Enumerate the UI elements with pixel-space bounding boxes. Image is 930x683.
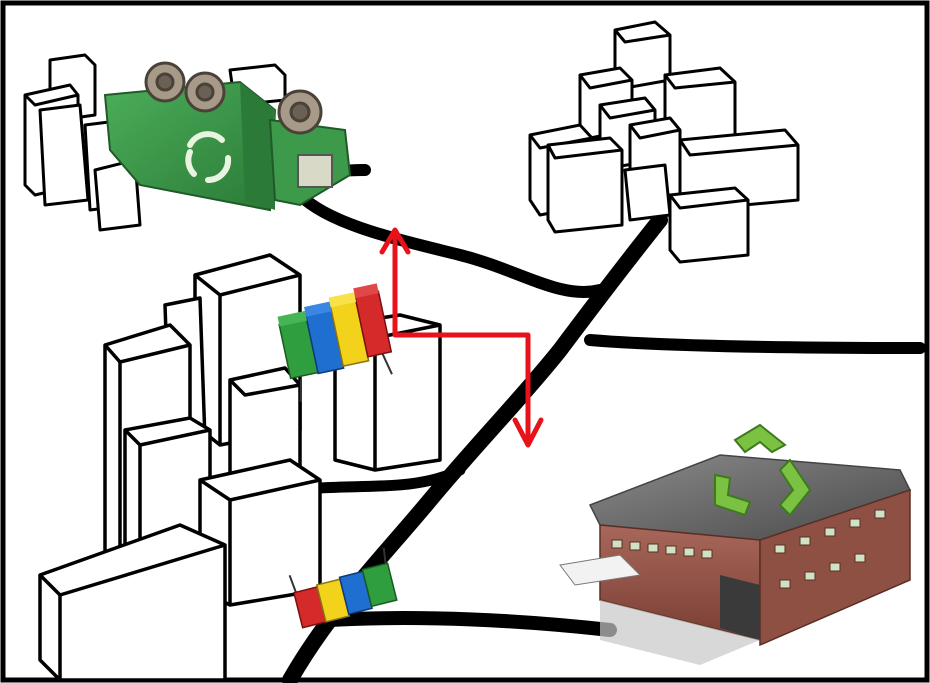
building	[670, 188, 748, 262]
building	[625, 165, 670, 220]
building	[40, 105, 88, 205]
